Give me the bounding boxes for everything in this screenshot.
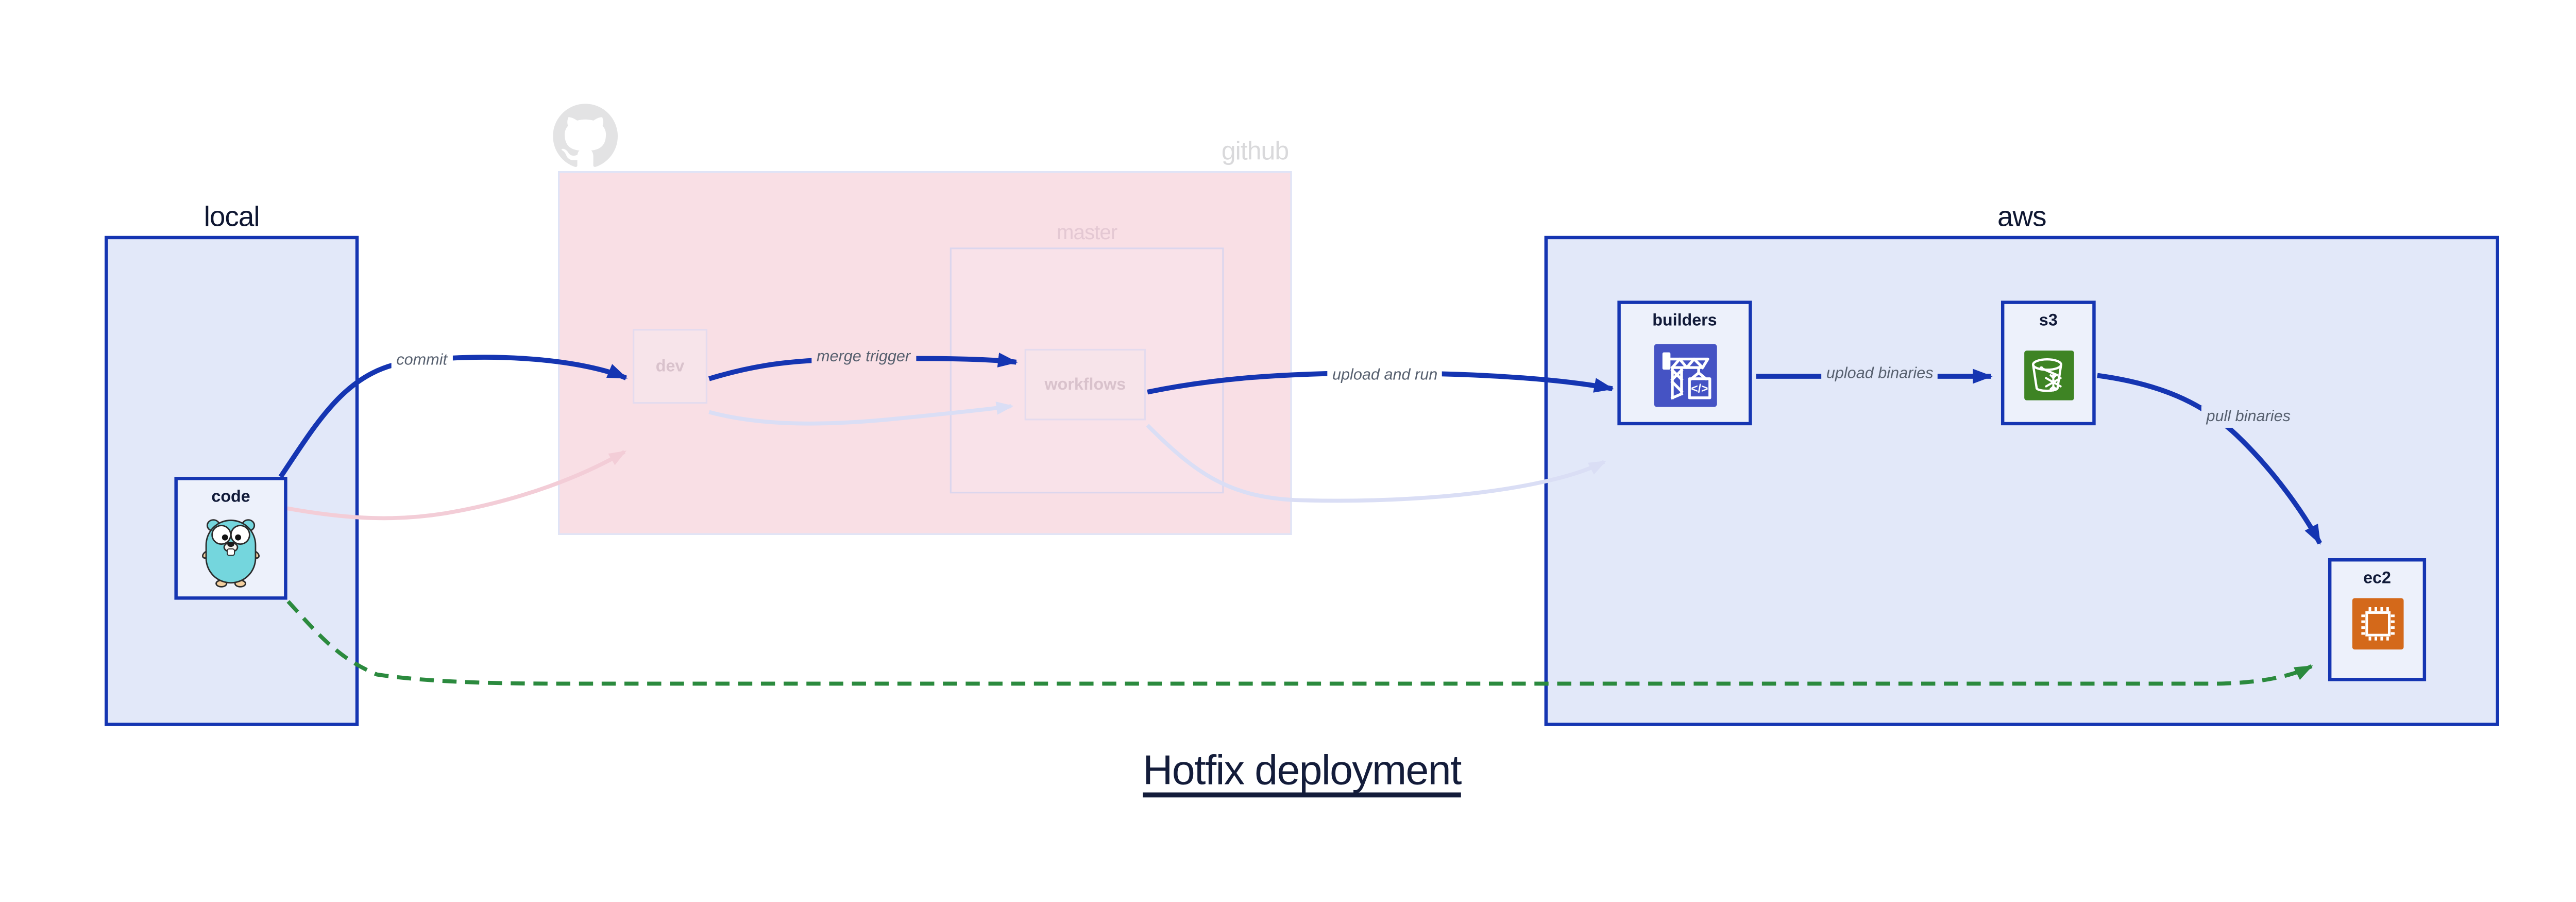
node-dev-label: dev — [655, 357, 685, 376]
edge-label-pull-binaries: pull binaries — [2201, 406, 2296, 428]
edge-faded-upload — [1146, 424, 1606, 503]
node-workflows: workflows — [1024, 348, 1146, 421]
node-dev: dev — [633, 329, 708, 404]
edge-faded-merge — [708, 402, 1014, 426]
edge-pull-binaries — [2097, 373, 2323, 545]
node-ec2: ec2 — [2328, 558, 2427, 681]
cluster-aws-label: aws — [1997, 201, 2047, 233]
node-builders-label: builders — [1652, 312, 1717, 331]
edge-commit — [278, 355, 628, 478]
edge-faded-commit — [286, 450, 627, 521]
ec2-chip-icon — [2351, 598, 2403, 650]
svg-text:</>: </> — [1690, 382, 1707, 395]
edge-label-upload-and-run: upload and run — [1327, 364, 1443, 387]
cluster-github-label: github — [1221, 138, 1289, 166]
node-s3-label: s3 — [2039, 312, 2058, 331]
node-s3: s3 — [2001, 300, 2096, 426]
s3-bucket-snowflake-icon — [2023, 350, 2074, 400]
node-code: code — [174, 477, 287, 600]
edge-label-upload-binaries: upload binaries — [1821, 363, 1939, 385]
node-ec2-label: ec2 — [2363, 570, 2391, 589]
edge-label-commit: commit — [391, 349, 452, 372]
cluster-master-label: master — [1056, 221, 1117, 244]
node-builders: builders </> — [1617, 300, 1752, 426]
diagram-title: Hotfix deployment — [1143, 747, 1462, 794]
node-code-label: code — [211, 488, 250, 507]
node-workflows-label: workflows — [1044, 375, 1126, 394]
go-gopher-icon — [202, 519, 260, 588]
edge-label-merge-trigger: merge trigger — [811, 346, 916, 368]
edge-hotfix-dashed — [286, 600, 2313, 686]
codebuild-crane-icon: </> — [1653, 344, 1717, 407]
github-octocat-icon — [553, 104, 618, 167]
cluster-local-label: local — [204, 201, 260, 233]
